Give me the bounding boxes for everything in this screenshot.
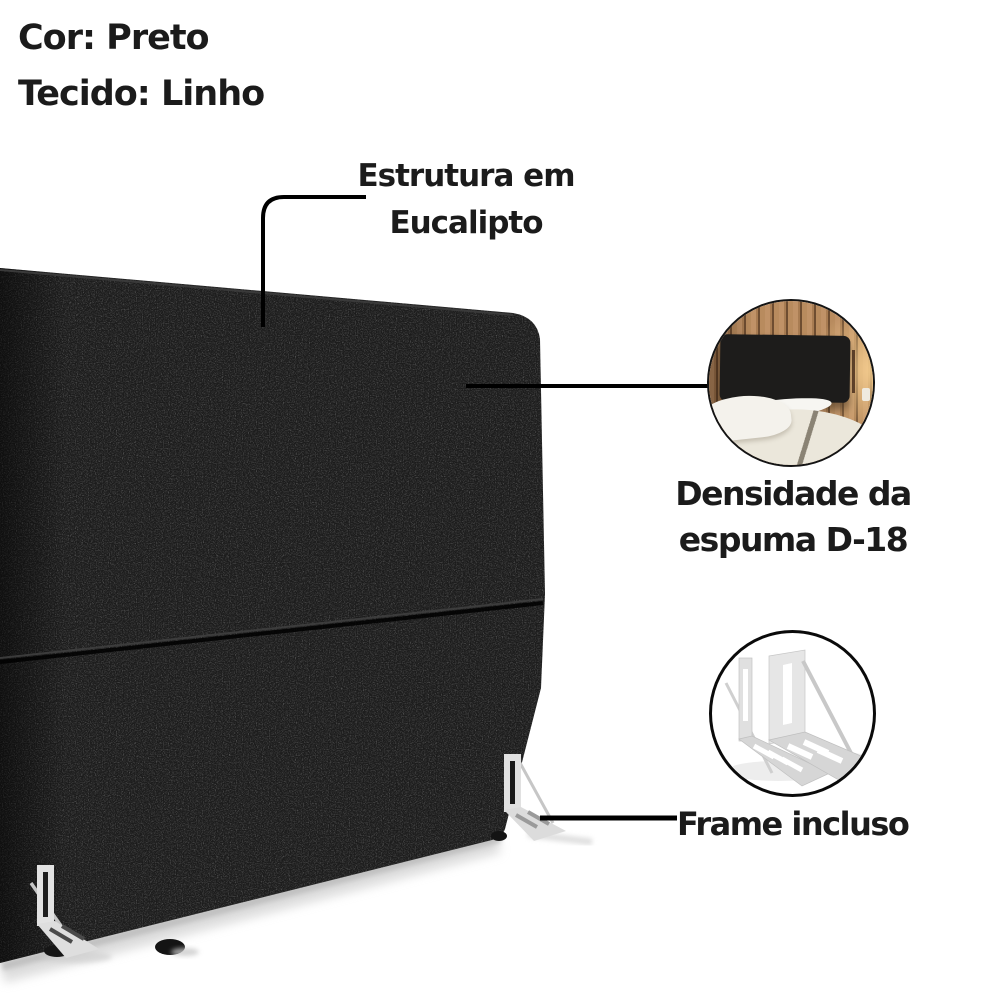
foam-callout-line2: espuma D-18 bbox=[678, 520, 909, 559]
structure-callout-line1: Estrutura em bbox=[357, 158, 575, 194]
structure-callout: Estrutura em Eucalipto bbox=[340, 153, 592, 247]
headboard-top-edge bbox=[0, 269, 514, 316]
foot-shadow bbox=[171, 948, 199, 956]
brackets-inset-photo bbox=[709, 630, 876, 797]
headboard-photo bbox=[0, 268, 545, 963]
wall-switch bbox=[861, 387, 870, 401]
front-bracket bbox=[768, 649, 873, 784]
frame-callout: Frame incluso bbox=[677, 805, 910, 843]
foam-callout-line1: Densidade da bbox=[675, 474, 912, 513]
callout-line-structure bbox=[261, 195, 366, 327]
headboard-seam bbox=[0, 598, 544, 664]
headboard-foot bbox=[491, 831, 507, 841]
lamp-pole bbox=[851, 350, 855, 393]
right-bracket bbox=[504, 754, 593, 846]
foam-callout: Densidade da espuma D-18 bbox=[664, 471, 922, 563]
inset-headboard bbox=[720, 334, 851, 404]
structure-callout-line2: Eucalipto bbox=[389, 205, 543, 241]
left-bracket bbox=[29, 865, 112, 963]
frame-brackets-drawing bbox=[724, 649, 873, 787]
color-spec-label: Cor: Preto bbox=[18, 18, 210, 58]
fabric-spec-label: Tecido: Linho bbox=[18, 74, 265, 114]
rear-bracket bbox=[724, 657, 831, 787]
bedroom-inset-photo bbox=[707, 299, 875, 467]
